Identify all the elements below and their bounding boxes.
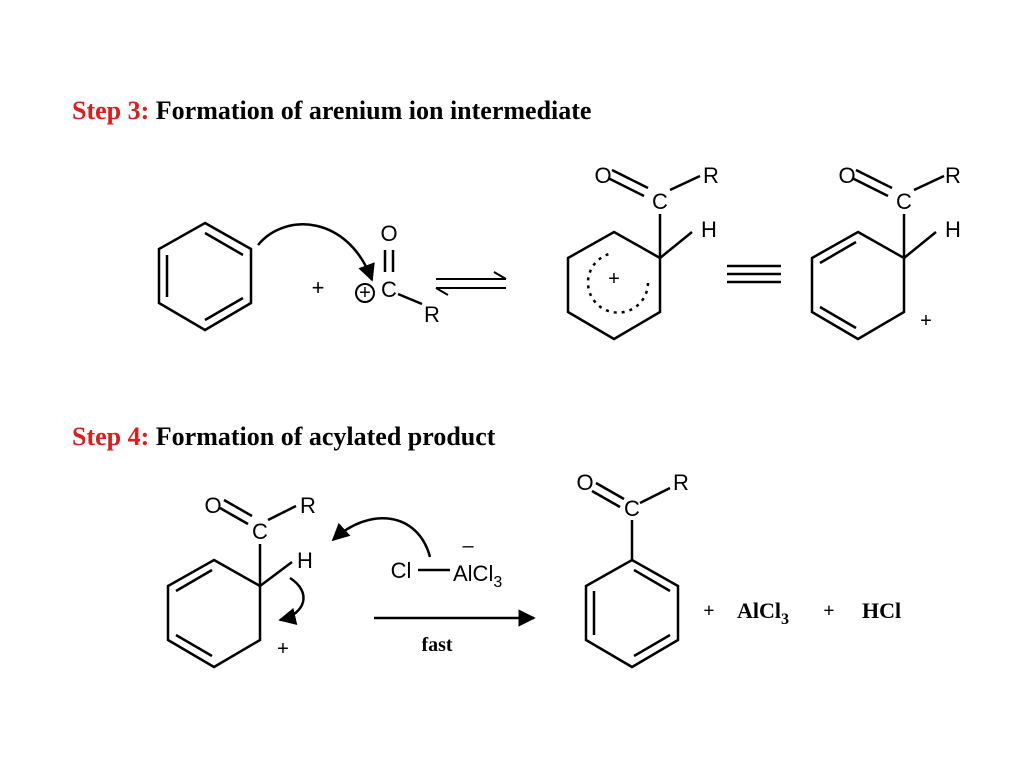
acylium-carbon: C	[381, 277, 397, 302]
plus-sign-2: +	[823, 600, 834, 622]
step4-label: Step 4:	[72, 422, 150, 451]
product-r-group: R	[673, 470, 689, 495]
arenium-hydrogen: H	[701, 217, 717, 242]
positive-charge-circle	[355, 283, 375, 303]
plus-sign-step3: +	[312, 275, 325, 300]
step4-title: Formation of acylated product	[155, 422, 496, 451]
intermediate-carbon: C	[252, 519, 268, 544]
arenium-alt-hydrogen: H	[945, 217, 961, 242]
curved-arrow-benzene-to-acylium	[257, 223, 375, 282]
byproducts: + AlCl3 + HCl	[703, 598, 901, 628]
curved-arrow-bond-to-ring	[278, 576, 305, 625]
equivalence-sign	[727, 264, 781, 284]
equilibrium-arrow	[435, 271, 507, 296]
step3-label: Step 3:	[72, 96, 150, 125]
product-oxygen: O	[576, 470, 593, 495]
alcl4-charge: –	[462, 535, 474, 557]
arenium-r-group: R	[703, 163, 719, 188]
intermediate-charge: +	[277, 638, 289, 660]
arenium-oxygen: O	[594, 163, 611, 188]
alcl3-formula: AlCl3	[453, 561, 502, 591]
arenium-intermediate-step4: + O C R H	[166, 493, 316, 669]
arenium-ion-localized: + O C R H	[810, 163, 961, 341]
acylium-charge: +	[359, 282, 371, 304]
arenium-carbon: C	[652, 189, 668, 214]
intermediate-hydrogen: H	[297, 548, 313, 573]
arenium-alt-charge: +	[920, 310, 932, 332]
acylated-product: O C R	[576, 470, 689, 669]
curved-arrow-chloride-to-hydrogen	[331, 517, 432, 558]
step3-title: Formation of arenium ion intermediate	[155, 96, 592, 125]
arenium-ion-delocalized: + O C R H	[566, 163, 719, 341]
acylium-ion: O C + R	[355, 221, 440, 327]
acylium-oxygen: O	[380, 221, 397, 246]
hydrogen-chloride: HCl	[862, 598, 901, 623]
acylium-r-group: R	[424, 302, 440, 327]
tetrachloroaluminate: Cl AlCl3 –	[391, 535, 503, 591]
arenium-alt-r-group: R	[945, 163, 961, 188]
product-carbon: C	[624, 496, 640, 521]
arenium-charge: +	[608, 268, 620, 290]
arrow-label: fast	[421, 634, 452, 656]
step3-heading: Step 3: Formation of arenium ion interme…	[72, 96, 591, 126]
intermediate-r-group: R	[300, 493, 316, 518]
step4-heading: Step 4: Formation of acylated product	[72, 422, 495, 452]
intermediate-oxygen: O	[204, 493, 221, 518]
chloride-atom: Cl	[391, 558, 412, 583]
plus-sign-1: +	[703, 600, 714, 622]
benzene-reactant	[157, 221, 253, 332]
arenium-alt-oxygen: O	[838, 163, 855, 188]
arenium-alt-carbon: C	[896, 189, 912, 214]
aluminum-chloride: AlCl3	[737, 598, 789, 628]
